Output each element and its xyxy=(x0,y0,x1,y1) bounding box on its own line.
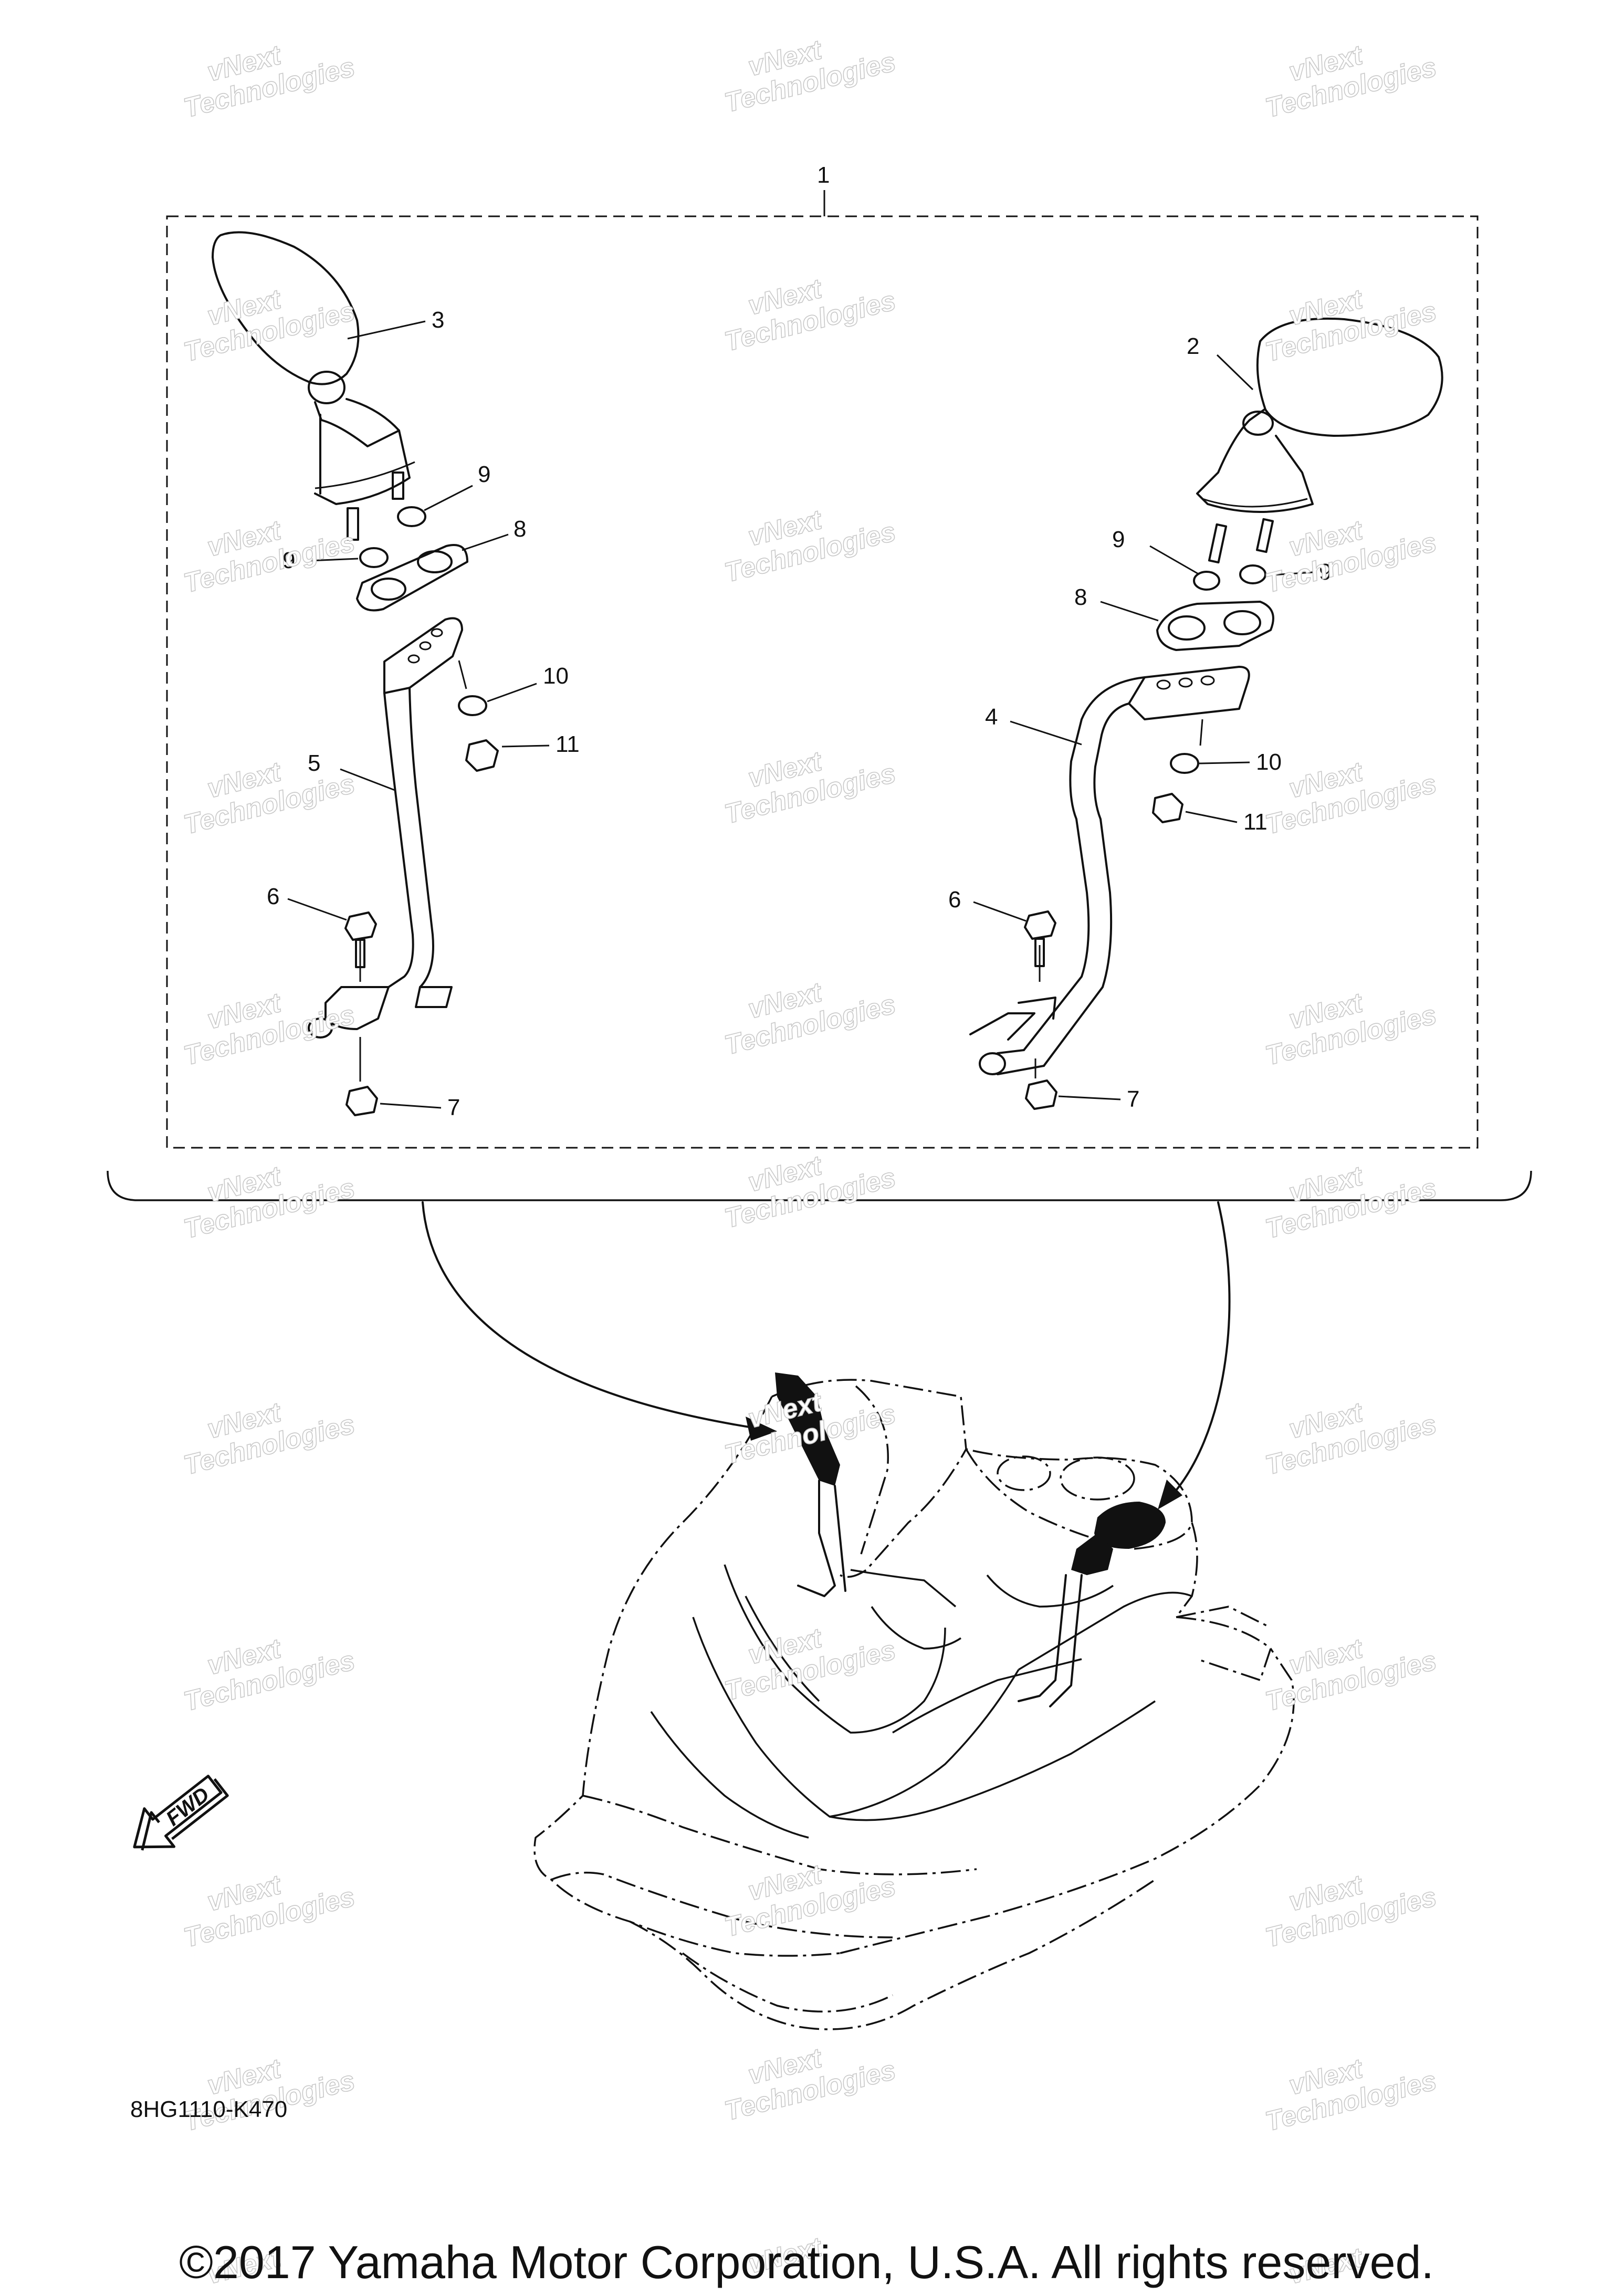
callout-8-left: 8 xyxy=(514,516,526,542)
grommet-plate-8-left xyxy=(356,544,468,612)
callout-5: 5 xyxy=(308,750,320,776)
nut-7-left xyxy=(345,1086,378,1116)
callout-7-left-leader xyxy=(380,1103,442,1109)
callout-11-left: 11 xyxy=(556,731,580,757)
washer-9-left-a xyxy=(397,506,426,527)
callout-6-left: 6 xyxy=(267,884,279,909)
callout-7-right: 7 xyxy=(1127,1086,1139,1112)
callout-9d-leader xyxy=(1265,571,1313,576)
washer-9-right-a xyxy=(1193,571,1220,591)
callout-10-right-leader xyxy=(1199,761,1250,764)
fwd-direction-arrow-icon: FWD xyxy=(133,1775,229,1851)
bracket-4-right xyxy=(969,666,1250,1078)
nut-11-left xyxy=(465,739,499,772)
callout-4: 4 xyxy=(985,704,998,730)
hull-right-mirror-highlight xyxy=(1094,1502,1166,1549)
mirror-left-part-3 xyxy=(212,231,415,541)
callout-7-left: 7 xyxy=(447,1095,460,1120)
assembly-brace xyxy=(107,1170,1532,1201)
callout-3-leader xyxy=(347,320,426,340)
mirror-right-part-2 xyxy=(1196,317,1443,564)
right-pointer-arrowhead xyxy=(1158,1480,1182,1509)
nut-11-right xyxy=(1152,793,1183,823)
bolt-6-left xyxy=(344,911,377,968)
callout-5-leader xyxy=(340,768,395,791)
bracket-5-left xyxy=(308,617,463,1082)
callout-9b: 9 xyxy=(282,548,295,573)
grommet-plate-8-right xyxy=(1156,601,1274,651)
callout-9a-leader xyxy=(424,485,473,511)
callout-10-left: 10 xyxy=(543,663,569,689)
callout-9d: 9 xyxy=(1319,559,1332,585)
callout-3: 3 xyxy=(432,307,444,333)
callout-7-right-leader xyxy=(1058,1095,1121,1100)
right-pointer-arrow xyxy=(1170,1201,1231,1497)
callout-9b-leader xyxy=(308,558,359,562)
washer-10-left xyxy=(458,695,487,716)
callout-9c-leader xyxy=(1149,545,1200,575)
watercraft-hull-illustration xyxy=(533,1372,1295,2030)
assembly-dashed-box xyxy=(166,215,1479,1149)
nut-7-right xyxy=(1025,1079,1057,1110)
callout-8-right-leader xyxy=(1100,601,1159,622)
callout-6-right-leader xyxy=(973,901,1027,922)
hull-left-mirror-highlight xyxy=(775,1372,840,1486)
callout-6-right: 6 xyxy=(948,887,961,913)
callout-8-right: 8 xyxy=(1074,584,1087,610)
callout-2-leader xyxy=(1216,354,1254,391)
callout-11-left-leader xyxy=(501,745,550,748)
callout-6-left-leader xyxy=(287,898,347,921)
left-pointer-arrowhead xyxy=(746,1417,777,1441)
bolt-6-right xyxy=(1024,910,1056,967)
diagram-code: 8HG1110-K470 xyxy=(130,2096,288,2122)
left-pointer-arrow xyxy=(422,1201,757,1429)
washer-10-left-axis xyxy=(458,660,467,689)
callout-9c: 9 xyxy=(1112,527,1125,552)
callout-10-right: 10 xyxy=(1256,749,1282,775)
copyright-notice: ©2017 Yamaha Motor Corporation, U.S.A. A… xyxy=(179,2236,1434,2288)
callout-8-left-leader xyxy=(462,533,509,551)
callout-10-left-leader xyxy=(487,683,537,703)
callout-2: 2 xyxy=(1187,333,1199,359)
callout-4-leader xyxy=(1010,720,1082,746)
washer-9-right-b xyxy=(1239,564,1266,584)
callout-9a: 9 xyxy=(478,462,490,487)
callout-1: 1 xyxy=(817,162,830,188)
callout-11-right-leader xyxy=(1185,811,1238,823)
washer-9-left-b xyxy=(359,547,389,568)
callout-11-right: 11 xyxy=(1243,809,1268,835)
washer-10-right xyxy=(1170,753,1199,774)
